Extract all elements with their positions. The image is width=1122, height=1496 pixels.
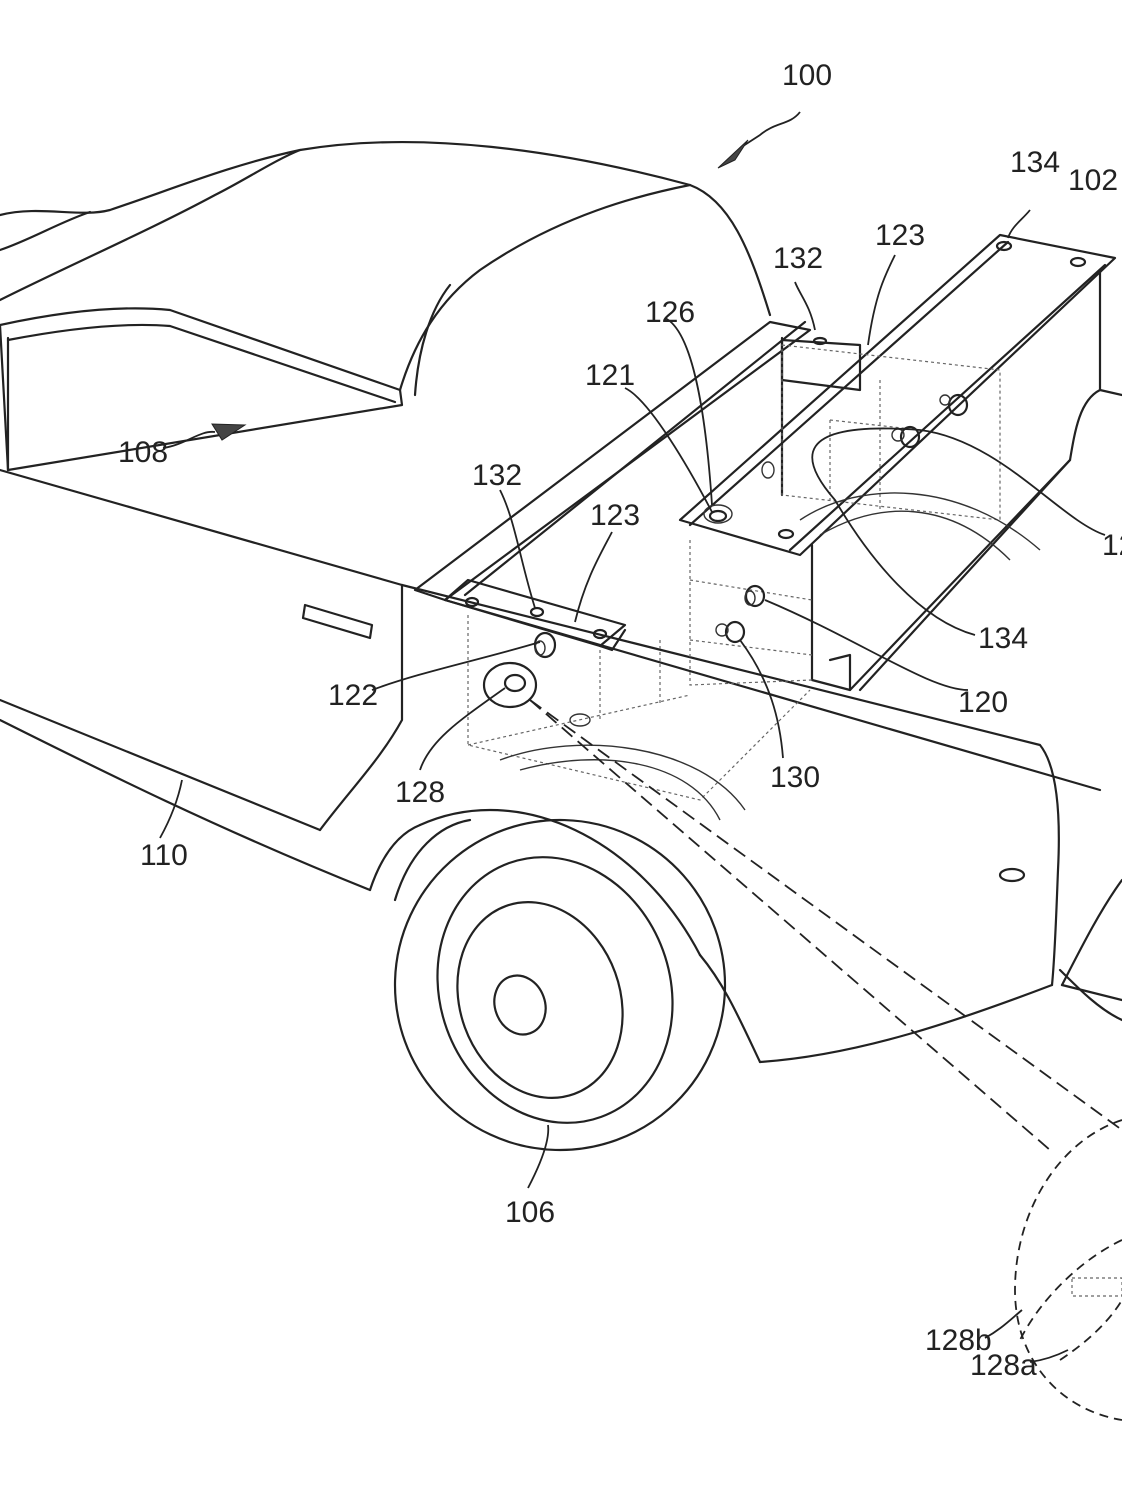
label-123-top: 123 bbox=[875, 219, 925, 252]
reference-labels: 100 102 134 123 132 126 121 108 132 123 … bbox=[118, 59, 1122, 1382]
label-128: 128 bbox=[395, 776, 445, 809]
rear-wheel bbox=[393, 818, 727, 1152]
detail-callout bbox=[529, 699, 1122, 1421]
label-123-left: 123 bbox=[590, 499, 640, 532]
vehicle-body bbox=[0, 141, 1122, 1064]
label-134-top: 134 bbox=[1010, 146, 1060, 179]
label-122: 122 bbox=[328, 679, 378, 712]
label-120: 120 bbox=[958, 686, 1008, 719]
mounting-bracket bbox=[443, 578, 811, 821]
label-132-left: 132 bbox=[472, 459, 522, 492]
label-106: 106 bbox=[505, 1196, 555, 1229]
label-100: 100 bbox=[782, 59, 832, 92]
label-12x: 12 bbox=[1102, 529, 1122, 562]
storage-tub bbox=[678, 233, 1117, 692]
label-102: 102 bbox=[1068, 164, 1118, 197]
label-132-top: 132 bbox=[773, 242, 823, 275]
label-110: 110 bbox=[140, 839, 188, 872]
label-108: 108 bbox=[118, 436, 168, 469]
label-126: 126 bbox=[645, 296, 695, 329]
label-134-right: 134 bbox=[978, 622, 1028, 655]
leader-lines bbox=[159, 111, 1106, 1363]
label-128a: 128a bbox=[970, 1349, 1037, 1382]
label-130: 130 bbox=[770, 761, 820, 794]
label-121: 121 bbox=[585, 359, 635, 392]
label-128b: 128b bbox=[925, 1324, 992, 1357]
